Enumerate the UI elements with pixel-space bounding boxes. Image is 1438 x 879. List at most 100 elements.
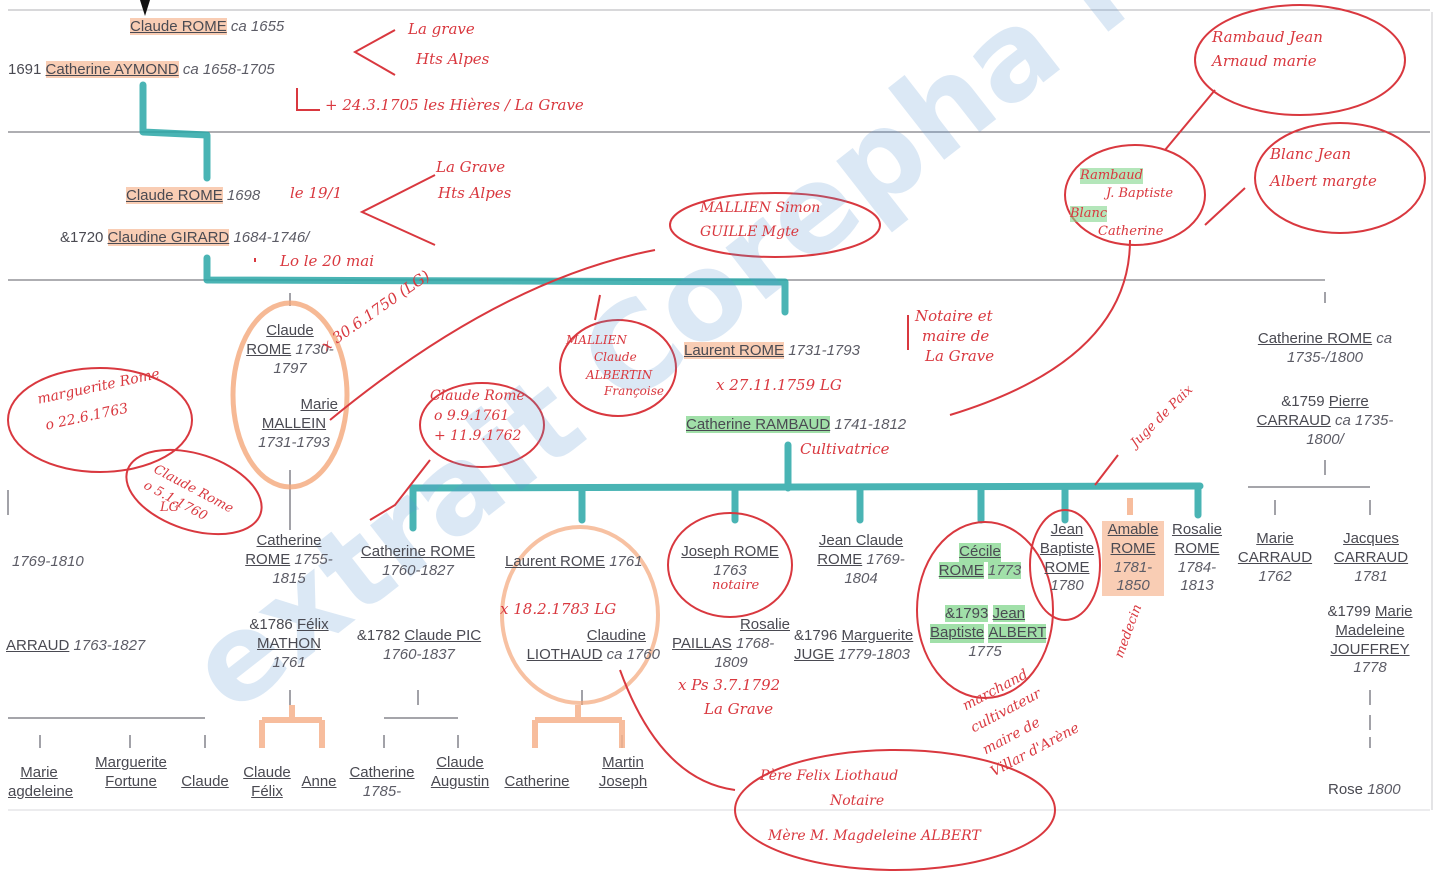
person-name[interactable]: Laurent ROME: [684, 342, 785, 359]
person-name[interactable]: Félix: [296, 616, 329, 633]
person-name[interactable]: agdeleine: [8, 782, 74, 800]
person-felix-mathon[interactable]: &1786 Félix MATHON 1761: [234, 616, 344, 672]
person-name[interactable]: Anne: [301, 772, 337, 790]
person-amable-1781[interactable]: Amable ROME 1781- 1850: [1102, 521, 1164, 596]
person-name[interactable]: Catherine ROME: [1257, 330, 1373, 347]
person-cecile-1773[interactable]: Cécile ROME 1773: [930, 543, 1030, 581]
person-jean-baptiste-albert[interactable]: &1793 Jean Baptiste ALBERT 1775: [930, 605, 1047, 661]
person-surname[interactable]: ROME: [245, 550, 291, 568]
person-surname[interactable]: ROME: [1102, 539, 1164, 559]
person-rosalie-paillas[interactable]: Rosalie PAILLAS 1768- 1809: [672, 616, 790, 672]
person-name[interactable]: Laurent ROME: [505, 553, 606, 570]
person-claude-1730[interactable]: Claude ROME 1730- 1797: [236, 322, 344, 378]
person-laurent-1731[interactable]: Laurent ROME 1731-1793: [684, 342, 860, 361]
person-jean-baptiste-1780[interactable]: Jean Baptiste ROME 1780: [1032, 521, 1102, 596]
person-catherine-1760[interactable]: Catherine ROME 1760-1827: [350, 543, 486, 581]
person-name[interactable]: Joseph: [598, 772, 648, 790]
person-name[interactable]: Claude PIC: [404, 627, 482, 644]
person-name[interactable]: Martin: [602, 754, 644, 771]
person-name[interactable]: Catherine: [256, 532, 322, 549]
person-claudine-liothaud[interactable]: Claudine LIOTHAUD ca 1760: [505, 627, 660, 665]
person-claudine-girard[interactable]: &1720 Claudine GIRARD 1684-1746/: [60, 229, 309, 248]
person-catherine-1755[interactable]: Catherine ROME 1755- 1815: [234, 532, 344, 588]
person-catherine-aymond[interactable]: 1691 Catherine AYMOND ca 1658-1705: [8, 61, 275, 80]
person-rosalie-1784[interactable]: Rosalie ROME 1784- 1813: [1164, 521, 1230, 596]
person-name[interactable]: Marie: [1256, 530, 1294, 547]
person-surname[interactable]: PAILLAS: [672, 634, 732, 652]
person-surname[interactable]: JUGE: [794, 645, 835, 663]
person-jean-claude-1769[interactable]: Jean Claude ROME 1769- 1804: [806, 532, 916, 588]
person-name[interactable]: Cécile: [959, 543, 1001, 562]
person-claude-pic[interactable]: &1782 Claude PIC 1760-1837: [344, 627, 494, 665]
person-marguerite-juge[interactable]: &1796 Marguerite JUGE 1779-1803: [794, 627, 913, 665]
person-surname[interactable]: JOUFFREY: [1330, 640, 1410, 658]
bottom-person[interactable]: Claude Félix: [236, 764, 298, 802]
bottom-person[interactable]: Catherine: [496, 754, 578, 792]
bottom-person[interactable]: Catherine 1785-: [342, 764, 422, 802]
person-surname[interactable]: ROME: [1174, 539, 1220, 557]
person-name[interactable]: Marguerite: [95, 754, 167, 771]
person-name[interactable]: Claude: [181, 772, 229, 790]
person-marie-mallein[interactable]: Marie MALLEIN 1731-1793: [244, 396, 344, 452]
bottom-person[interactable]: Marie agdeleine: [8, 764, 74, 802]
person-surname[interactable]: MALLEIN: [261, 414, 327, 432]
person-surname[interactable]: CARRAUD: [1333, 548, 1409, 566]
person-claude-1698[interactable]: Claude ROME 1698: [126, 187, 260, 206]
person-pierre-carraud[interactable]: &1759 Pierre CARRAUD ca 1735- 1800/: [1240, 393, 1410, 449]
person-name[interactable]: Claude ROME: [130, 18, 227, 35]
person-surname[interactable]: ROME: [1044, 558, 1090, 576]
person-joseph-1763[interactable]: Joseph ROME 1763: [670, 543, 790, 581]
person-name[interactable]: Amable: [1102, 521, 1164, 540]
person-surname[interactable]: ROME: [246, 340, 292, 358]
person-name[interactable]: Claudine: [586, 627, 646, 644]
person-name[interactable]: Pierre: [1328, 393, 1369, 410]
person-name[interactable]: Baptiste: [1039, 539, 1095, 557]
person-name[interactable]: Baptiste: [930, 623, 985, 643]
person-surname[interactable]: MATHON: [257, 634, 321, 652]
person-name[interactable]: Catherine: [504, 772, 570, 790]
person-name[interactable]: Joseph ROME: [681, 543, 779, 560]
person-name[interactable]: Claude ROME: [126, 187, 223, 204]
person-marie-carraud[interactable]: Marie CARRAUD 1762: [1230, 530, 1320, 586]
bottom-person[interactable]: Claude: [174, 754, 236, 792]
person-name[interactable]: Claude: [243, 764, 291, 781]
person-name[interactable]: Jacques: [1343, 530, 1399, 547]
bottom-person[interactable]: Anne: [296, 754, 342, 792]
person-name[interactable]: Marie: [20, 764, 58, 781]
person-rose-1800[interactable]: Rose 1800: [1328, 781, 1401, 800]
person-name[interactable]: Jean: [992, 605, 1026, 622]
person-name[interactable]: Jean Claude: [818, 532, 904, 549]
person-jacques-carraud[interactable]: Jacques CARRAUD 1781: [1326, 530, 1416, 586]
person-carraud-left[interactable]: ARRAUD 1763-1827: [6, 637, 145, 656]
person-name[interactable]: Marguerite: [841, 627, 914, 644]
person-name[interactable]: ARRAUD: [6, 637, 70, 654]
bottom-person[interactable]: Claude Augustin: [424, 754, 496, 792]
person-laurent-1761[interactable]: Laurent ROME 1761: [505, 553, 643, 572]
person-name[interactable]: Fortune: [105, 772, 157, 790]
person-name[interactable]: Catherine RAMBAUD: [686, 416, 831, 433]
person-name[interactable]: Jean: [1050, 521, 1084, 538]
person-name[interactable]: Rosalie: [739, 616, 790, 633]
person-name[interactable]: Catherine AYMOND: [45, 61, 179, 78]
person-surname[interactable]: ROME: [938, 561, 984, 579]
person-name[interactable]: Marie: [1375, 603, 1413, 620]
person-name[interactable]: Catherine ROME: [360, 543, 476, 560]
person-name[interactable]: Madeleine: [1335, 621, 1405, 639]
person-name[interactable]: Augustin: [430, 772, 490, 790]
person-surname[interactable]: ROME: [817, 550, 863, 568]
person-name[interactable]: Claude: [436, 754, 484, 771]
person-name[interactable]: Marie: [300, 396, 338, 413]
person-name[interactable]: Claudine GIRARD: [107, 229, 230, 246]
person-name[interactable]: Rosalie: [1171, 521, 1223, 538]
person-name[interactable]: Catherine: [349, 764, 415, 781]
bottom-person[interactable]: Marguerite Fortune: [88, 754, 174, 792]
person-surname[interactable]: CARRAUD: [1237, 548, 1313, 566]
person-name[interactable]: Claude: [266, 322, 314, 339]
person-surname[interactable]: LIOTHAUD: [526, 645, 603, 663]
person-surname[interactable]: CARRAUD: [1256, 411, 1331, 429]
person-name[interactable]: Félix: [251, 782, 283, 800]
bottom-person[interactable]: Martin Joseph: [586, 754, 660, 792]
person-surname[interactable]: ALBERT: [988, 623, 1047, 643]
person-name[interactable]: Rose: [1328, 781, 1364, 798]
person-marie-jouffrey[interactable]: &1799 Marie Madeleine JOUFFREY 1778: [1314, 603, 1426, 678]
